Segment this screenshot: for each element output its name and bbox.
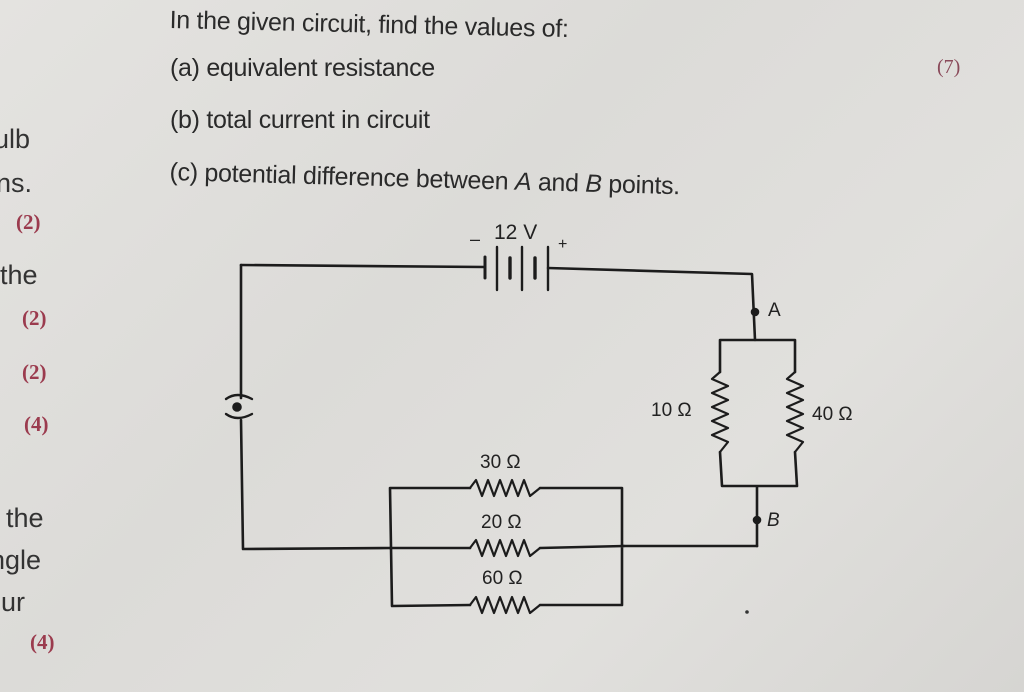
battery-icon xyxy=(483,245,550,292)
margin-fragment-ns: ns. xyxy=(0,168,33,198)
resistor-30-ohm-icon xyxy=(468,478,542,498)
resistor-10-ohm-icon xyxy=(710,370,730,454)
resistor-40-ohm-icon xyxy=(785,370,805,454)
point-a-dot xyxy=(750,307,760,317)
margin-fragment-the-2: the xyxy=(6,503,44,533)
battery-positive-label: + xyxy=(558,236,568,253)
resistor-10-ohm-label: 10 Ω xyxy=(651,400,692,421)
margin-marks-5: (4) xyxy=(30,630,55,654)
resistor-30-ohm-label: 30 Ω xyxy=(480,452,521,473)
margin-fragment-our: our xyxy=(0,587,26,617)
question-marks: (7) xyxy=(937,56,961,78)
resistor-60-ohm-icon xyxy=(468,595,542,615)
margin-fragment-ulb: ulb xyxy=(0,124,31,154)
plug-key-icon xyxy=(224,393,254,420)
point-a-label: A xyxy=(768,300,781,321)
margin-fragment-the-1: the xyxy=(0,260,38,290)
question-part-b: (b) total current in circuit xyxy=(170,106,430,135)
resistor-60-ohm-label: 60 Ω xyxy=(482,568,523,589)
margin-marks-1: (2) xyxy=(16,210,41,234)
point-b-label: B xyxy=(767,510,780,531)
resistor-20-ohm-icon xyxy=(468,538,542,558)
margin-marks-3: (2) xyxy=(22,360,47,384)
part-b-label: (b) xyxy=(170,106,200,134)
resistor-20-ohm-label: 20 Ω xyxy=(481,512,522,533)
part-a-text: equivalent resistance xyxy=(206,54,435,82)
battery-voltage-label: 12 V xyxy=(494,221,538,244)
wire-top-right xyxy=(546,266,757,342)
wire-bottom xyxy=(239,263,759,551)
part-b-text: total current in circuit xyxy=(206,106,430,134)
margin-marks-2: (2) xyxy=(22,306,47,330)
part-a-label: (a) xyxy=(170,54,200,82)
margin-marks-4: (4) xyxy=(24,412,49,436)
stray-mark xyxy=(745,610,749,614)
wire-top-left xyxy=(239,263,487,269)
battery-negative-label: – xyxy=(470,229,481,249)
question-part-a: (a) equivalent resistance xyxy=(170,54,435,83)
wire-parallel-ab xyxy=(718,338,799,548)
point-b-dot xyxy=(752,515,762,525)
wire-parallel-bottom xyxy=(388,486,626,608)
resistor-40-ohm-label: 40 Ω xyxy=(812,404,853,425)
margin-fragment-ngle: ngle xyxy=(0,545,42,575)
